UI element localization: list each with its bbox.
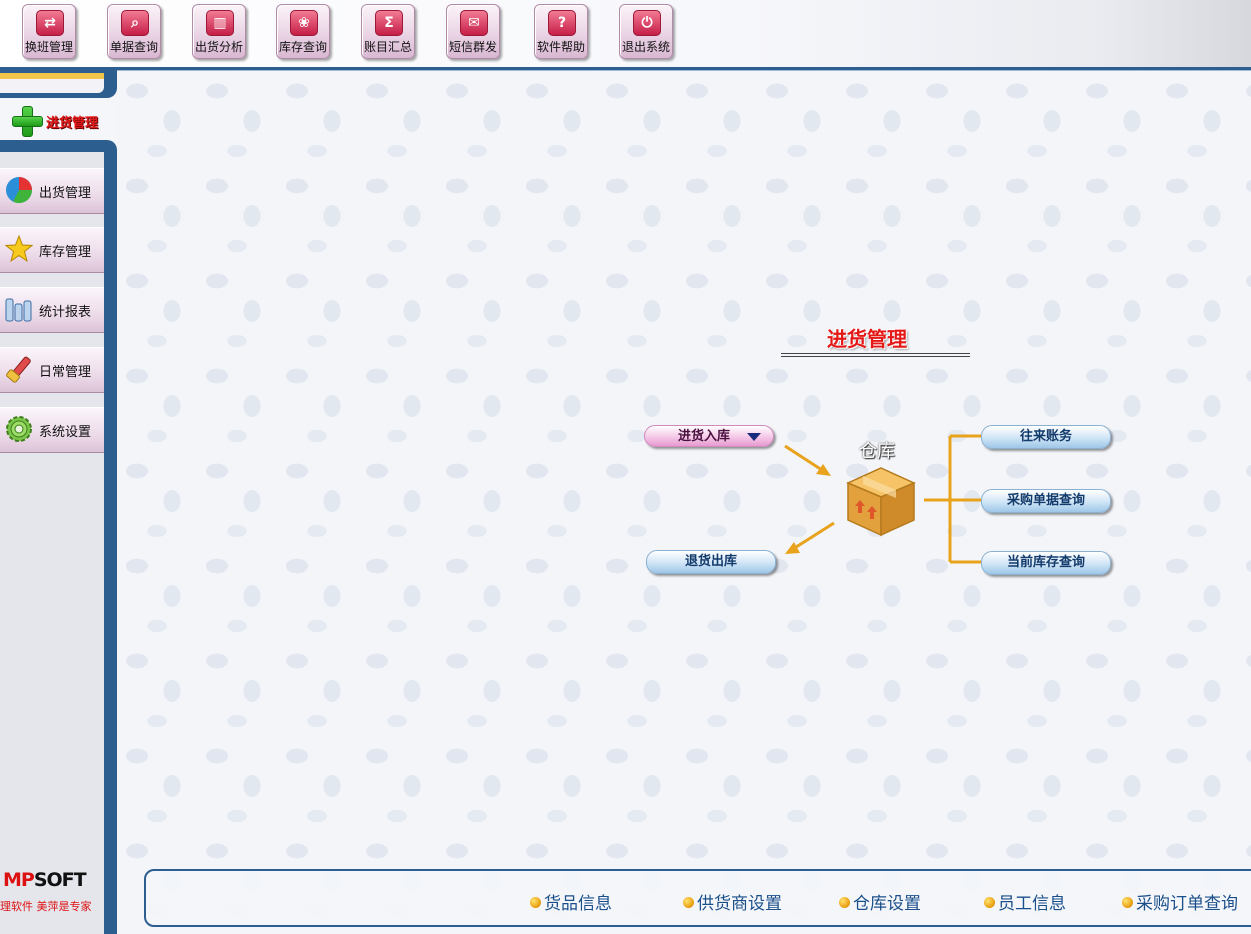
purchase-doc-query-button[interactable]: 采购单据查询 bbox=[981, 489, 1111, 513]
search-icon: ⌕ bbox=[121, 10, 149, 36]
pie-chart-icon bbox=[6, 177, 33, 204]
plus-icon bbox=[12, 106, 43, 137]
sidebar-item-label: 系统设置 bbox=[39, 425, 92, 440]
bottom-quick-links: 货品信息 供货商设置 仓库设置 员工信息 采购订单查询 bbox=[144, 869, 1251, 927]
toolbar-divider bbox=[0, 67, 1251, 71]
bullet-icon bbox=[530, 897, 541, 908]
sales-analysis-label: 出货分析 bbox=[194, 40, 243, 54]
shift-change-icon: ⇄ bbox=[36, 10, 64, 36]
exit-label: 退出系统 bbox=[621, 40, 670, 54]
document-query-label: 单据查询 bbox=[109, 40, 158, 54]
help-button[interactable]: ? 软件帮助 bbox=[534, 4, 588, 59]
sms-broadcast-button[interactable]: ✉ 短信群发 bbox=[446, 4, 500, 59]
return-out-label: 退货出库 bbox=[684, 554, 737, 569]
sidebar-item-sales[interactable]: 出货管理 bbox=[0, 168, 104, 214]
warehouse-label: 仓库 bbox=[859, 441, 895, 462]
link-supplier-settings[interactable]: 供货商设置 bbox=[683, 889, 782, 914]
current-module-purchase[interactable]: 进货管理 bbox=[10, 104, 115, 137]
exit-button[interactable]: ⏻ 退出系统 bbox=[619, 4, 673, 59]
sidebar-item-inventory[interactable]: 库存管理 bbox=[0, 227, 104, 273]
sidebar-item-label: 出货管理 bbox=[39, 186, 92, 201]
sidebar-item-reports[interactable]: 统计报表 bbox=[0, 287, 104, 333]
accounts-summary-button[interactable]: Σ 账目汇总 bbox=[361, 4, 415, 59]
current-stock-query-button[interactable]: 当前库存查询 bbox=[981, 551, 1111, 575]
accounts-summary-label: 账目汇总 bbox=[363, 40, 412, 54]
accounts-label: 往来账务 bbox=[1019, 429, 1072, 444]
gear-icon bbox=[6, 416, 32, 442]
link-staff-info[interactable]: 员工信息 bbox=[984, 889, 1066, 914]
shift-change-label: 换班管理 bbox=[24, 40, 73, 54]
mpsoft-logo: MPSOFT 理软件 美萍是专家 bbox=[0, 869, 92, 913]
top-toolbar: ⇄ 换班管理 ⌕ 单据查询 ▥ 出货分析 ❀ 库存查询 Σ 账目汇总 ✉ 短信群… bbox=[0, 0, 1251, 67]
accounts-button[interactable]: 往来账务 bbox=[981, 425, 1111, 449]
stock-query-button[interactable]: ❀ 库存查询 bbox=[276, 4, 330, 59]
sidebar-item-label: 统计报表 bbox=[39, 305, 92, 320]
help-label: 软件帮助 bbox=[536, 40, 585, 54]
sidebar-item-label: 库存管理 bbox=[39, 245, 92, 260]
link-goods-info[interactable]: 货品信息 bbox=[530, 889, 612, 914]
title-underline bbox=[781, 353, 970, 357]
bar-chart-icon: ▥ bbox=[206, 10, 234, 36]
sales-analysis-button[interactable]: ▥ 出货分析 bbox=[192, 4, 246, 59]
help-icon: ? bbox=[548, 10, 576, 36]
current-module-label: 进货管理 bbox=[46, 116, 99, 131]
link-purchase-order-query[interactable]: 采购订单查询 bbox=[1122, 889, 1238, 914]
sidebar: 出货管理 库存管理 统计报表 日常管理 bbox=[0, 140, 117, 934]
return-out-button[interactable]: 退货出库 bbox=[646, 550, 776, 574]
bullet-icon bbox=[984, 897, 995, 908]
logo-slogan: 理软件 美萍是专家 bbox=[0, 900, 92, 913]
bullet-icon bbox=[683, 897, 694, 908]
link-warehouse-settings[interactable]: 仓库设置 bbox=[839, 889, 921, 914]
current-stock-query-label: 当前库存查询 bbox=[1006, 555, 1085, 570]
document-query-button[interactable]: ⌕ 单据查询 bbox=[107, 4, 161, 59]
chevron-down-icon bbox=[747, 433, 761, 441]
mail-icon: ✉ bbox=[460, 10, 488, 36]
sidebar-item-settings[interactable]: 系统设置 bbox=[0, 407, 104, 453]
stock-in-label: 进货入库 bbox=[678, 429, 731, 444]
sidebar-header bbox=[0, 70, 117, 98]
shift-change-button[interactable]: ⇄ 换班管理 bbox=[22, 4, 76, 59]
purchase-doc-query-label: 采购单据查询 bbox=[1006, 493, 1085, 508]
sigma-icon: Σ bbox=[375, 10, 403, 36]
main-content: 进货管理 进货入库 退货出库 仓库 往来账务 采购单据查询 当前库存查询 bbox=[117, 71, 1251, 934]
bullet-icon bbox=[1122, 897, 1133, 908]
star-icon bbox=[5, 235, 33, 263]
bar-chart-icon bbox=[5, 298, 32, 322]
power-icon: ⏻ bbox=[633, 10, 661, 36]
bullet-icon bbox=[839, 897, 850, 908]
brush-icon bbox=[6, 356, 31, 383]
sms-broadcast-label: 短信群发 bbox=[448, 40, 497, 54]
sidebar-item-label: 日常管理 bbox=[39, 365, 92, 380]
page-title: 进货管理 bbox=[827, 327, 907, 351]
stock-query-label: 库存查询 bbox=[278, 40, 327, 54]
sidebar-item-daily[interactable]: 日常管理 bbox=[0, 347, 104, 393]
cardboard-box-icon bbox=[846, 467, 916, 537]
stock-icon: ❀ bbox=[290, 10, 318, 36]
stock-in-button[interactable]: 进货入库 bbox=[644, 425, 774, 447]
